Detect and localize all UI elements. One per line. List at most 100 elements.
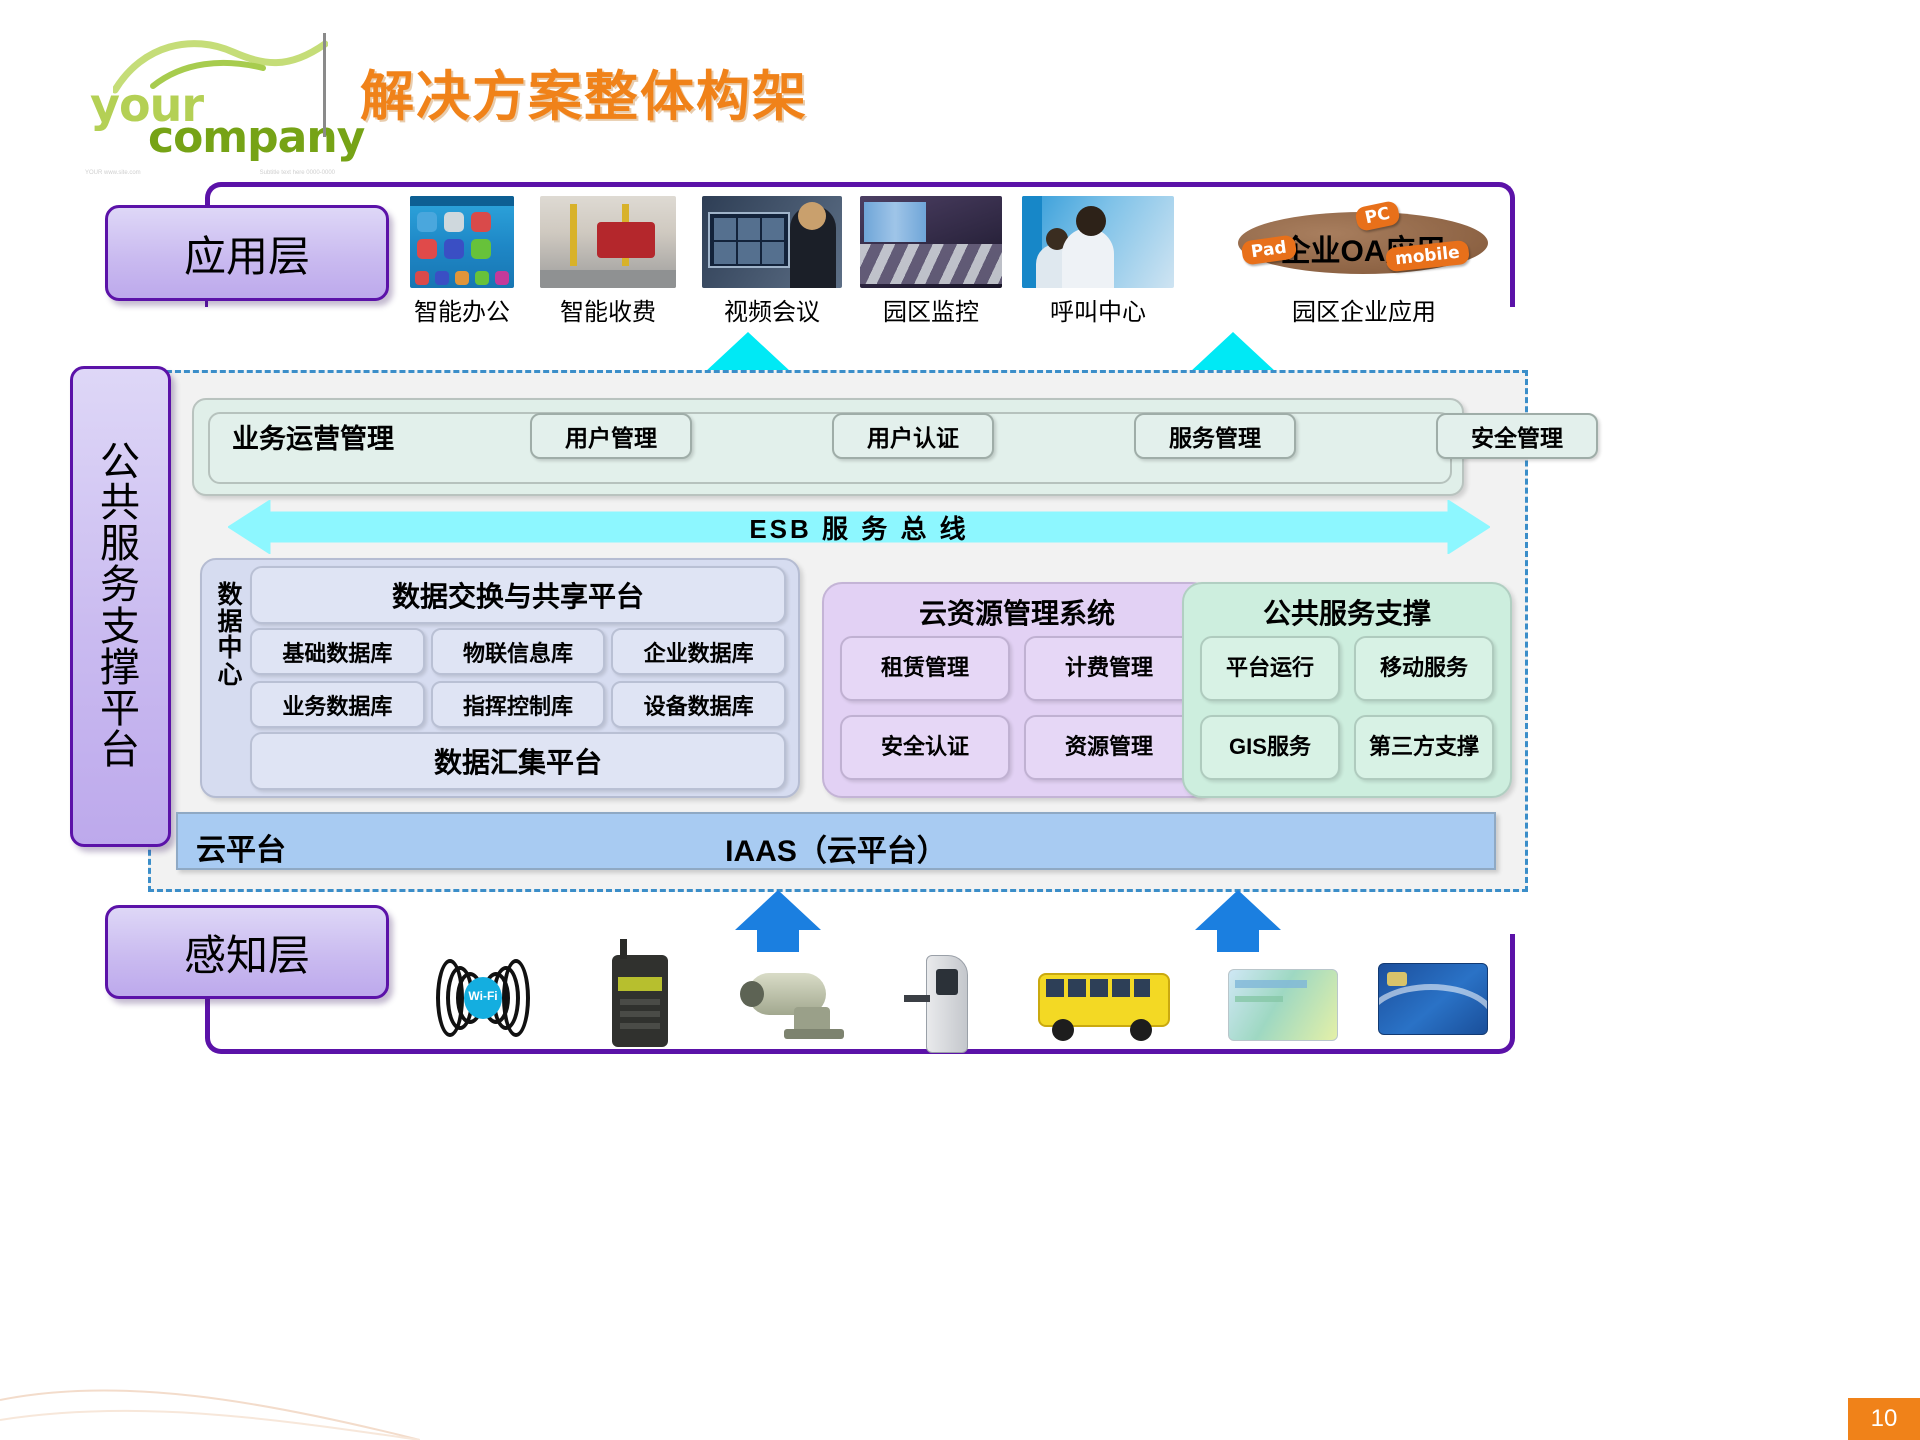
ops-pill-service-management[interactable]: 服务管理 [1134,413,1296,459]
logo-text-your: your [90,78,204,132]
arrow-up-to-platform-right [1195,890,1281,952]
logo-fineprint-right: Subtitle text here 0000-0000 [259,170,335,176]
perception-items: Wi-Fi [410,939,1520,1053]
walkie-talkie-icon [612,939,668,1047]
app-item-call-center[interactable]: 呼叫中心 [1022,196,1174,327]
sense-item-wifi[interactable]: Wi-Fi [416,955,546,1051]
arrow-up-to-application-left [705,332,791,394]
app-item-park-enterprise[interactable]: 企业OA应用 PC Pad mobile 园区企业应用 [1208,196,1520,327]
support-platform-char-6: 平 [100,686,141,731]
logo-fineprint-left: YOUR www.site.com [85,170,141,176]
business-operations-title: 业务运营管理 [232,424,394,454]
application-items: 智能办公 智能收费 视频会议 [410,196,1520,326]
db-basic[interactable]: 基础数据库 [250,628,425,675]
data-center-section: 数 据 中 心 数据交换与共享平台 基础数据库 物联信息库 企业数据库 业务数据… [200,558,800,798]
ops-pill-user-authentication[interactable]: 用户认证 [832,413,994,459]
slide-header: your company YOUR www.site.com Subtitle … [0,0,1920,180]
data-center-char-1: 据 [217,607,243,636]
sense-item-bus[interactable] [1038,967,1170,1063]
call-center-thumbnail [1022,196,1174,288]
support-platform-char-0: 公 [100,439,141,484]
page-title: 解决方案整体构架 [360,67,808,127]
company-logo: your company YOUR www.site.com Subtitle … [85,30,365,176]
perception-layer-tag: 感知层 [105,905,389,999]
data-aggregation-platform[interactable]: 数据汇集平台 [250,732,786,790]
data-exchange-sharing-platform[interactable]: 数据交换与共享平台 [250,566,786,624]
support-platform-char-2: 服 [100,522,141,567]
cloud-platform-left-label: 云平台 [196,834,286,867]
pss-mobile-service[interactable]: 移动服务 [1354,636,1494,701]
smartphone-apps-thumbnail [410,196,514,288]
esb-service-bus: ESB 服 务 总 线 [228,500,1490,554]
enterprise-oa-ellipse: 企业OA应用 PC Pad mobile [1208,196,1520,288]
database-grid: 基础数据库 物联信息库 企业数据库 业务数据库 指挥控制库 设备数据库 [250,628,786,728]
db-business[interactable]: 业务数据库 [250,681,425,728]
public-service-title: 公共服务支撑 [1262,598,1431,629]
crm-lease-management[interactable]: 租赁管理 [840,636,1010,701]
data-center-char-2: 中 [217,634,243,662]
support-platform-char-1: 共 [100,480,141,525]
header-divider [323,33,326,137]
sense-item-camera[interactable] [740,963,860,1059]
business-operations-section: 业务运营管理 用户管理 用户认证 服务管理 安全管理 [192,398,1598,496]
wifi-label: Wi-Fi [468,989,498,1003]
logo-swoosh-icon [113,40,328,94]
page-number: 10 [1848,1398,1920,1440]
crm-resource-management[interactable]: 资源管理 [1024,715,1194,780]
application-layer-tag: 应用层 [105,205,389,301]
app-caption: 园区企业应用 [1292,299,1436,326]
sense-item-access-gate[interactable] [900,955,990,1053]
pss-platform-operation[interactable]: 平台运行 [1200,636,1340,701]
cloud-resource-management-section: 云资源管理系统 租赁管理 计费管理 安全认证 资源管理 [822,582,1212,798]
sense-item-card-green[interactable] [1228,969,1338,1065]
sense-item-walkie-talkie[interactable] [612,939,668,1051]
app-item-smart-office[interactable]: 智能办公 [410,196,514,327]
perception-layer-label: 感知层 [183,931,310,979]
app-caption: 智能办公 [414,299,510,326]
application-layer-label: 应用层 [183,232,310,280]
data-center-char-0: 数 [217,581,243,609]
db-iot-info[interactable]: 物联信息库 [430,628,606,675]
pss-gis-service[interactable]: GIS服务 [1200,715,1340,780]
pss-third-party-support[interactable]: 第三方支撑 [1354,715,1494,780]
corner-decoration [0,1389,420,1440]
app-item-park-monitoring[interactable]: 园区监控 [860,196,1002,327]
db-command[interactable]: 指挥控制库 [430,681,606,728]
app-caption: 园区监控 [883,299,979,326]
crm-billing-management[interactable]: 计费管理 [1024,636,1194,701]
cloud-platform-center-label: IAAS（云平台） [725,835,947,868]
esb-label: ESB 服 务 总 线 [749,513,969,544]
data-center-char-3: 心 [217,660,243,689]
app-item-smart-toll[interactable]: 智能收费 [540,196,676,327]
logo-text-company: company [148,112,365,163]
ic-card-blue-icon [1378,963,1488,1035]
db-enterprise[interactable]: 企业数据库 [611,628,786,675]
support-platform-char-5: 撑 [100,645,141,690]
cloud-resource-grid: 租赁管理 计费管理 安全认证 资源管理 [840,636,1194,780]
surveillance-camera-icon [740,963,860,1039]
esb-arrow-shape [228,500,1490,554]
arrow-up-to-platform-left [735,890,821,952]
control-room-thumbnail [860,196,1002,288]
ops-pill-security-management[interactable]: 安全管理 [1436,413,1598,459]
access-control-gate-icon [900,955,990,1053]
app-item-video-conference[interactable]: 视频会议 [702,196,842,327]
video-conference-thumbnail [702,196,842,288]
crm-security-auth[interactable]: 安全认证 [840,715,1010,780]
db-device[interactable]: 设备数据库 [611,681,786,728]
app-caption: 视频会议 [724,299,820,326]
sense-item-card-blue[interactable] [1378,963,1488,1059]
ic-card-green-icon [1228,969,1338,1041]
support-platform-char-4: 支 [100,604,141,649]
data-center-label: 数 据 中 心 [210,582,250,688]
app-caption: 智能收费 [560,299,656,326]
app-caption: 呼叫中心 [1050,299,1146,326]
logo-fineprint: YOUR www.site.com Subtitle text here 000… [85,170,335,178]
ops-pill-user-management[interactable]: 用户管理 [530,413,692,459]
support-platform-char-3: 务 [100,563,141,608]
wifi-access-point-icon: Wi-Fi [416,955,546,1041]
cloud-resource-title: 云资源管理系统 [918,598,1115,629]
toll-gate-thumbnail [540,196,676,288]
public-service-grid: 平台运行 移动服务 GIS服务 第三方支撑 [1200,636,1494,780]
cloud-platform-bar: 云平台 IAAS（云平台） [176,812,1496,870]
